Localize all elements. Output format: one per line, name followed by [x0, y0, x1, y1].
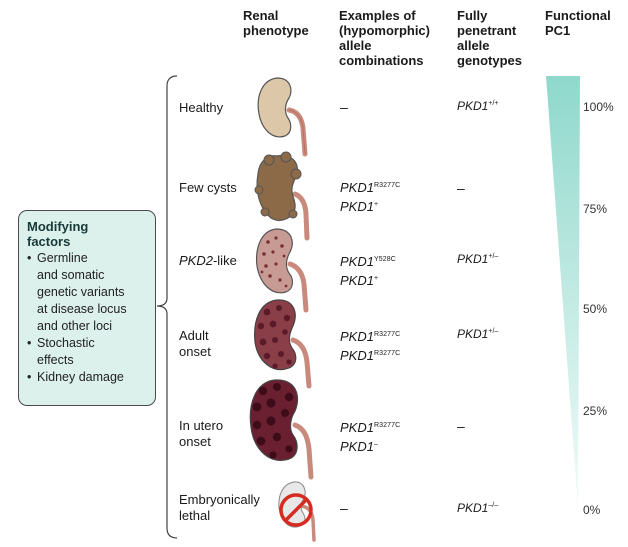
header-renal-phenotype: Renal phenotype	[243, 8, 309, 38]
modifying-factors-box: Modifying factors Germline and somatic g…	[18, 210, 156, 406]
factor-genetic-variants: Germline and somatic genetic variants at…	[27, 250, 149, 335]
kidney-healthy-icon	[257, 77, 308, 157]
row-label-few-cysts: Few cysts	[179, 180, 237, 195]
header-functional-pc1: Functional PC1	[545, 8, 611, 38]
allele-line: PKD1–	[340, 439, 378, 454]
row-label-adult-onset: Adult onset	[179, 328, 211, 359]
row-label-in-utero: In utero onset	[179, 418, 224, 449]
kidney-embryonic-lethal-icon	[278, 481, 316, 542]
header-fully-penetrant: Fully penetrant allele genotypes	[457, 8, 523, 68]
allele-line: PKD1+	[340, 199, 379, 214]
genotype-dash-few-cysts: –	[457, 180, 465, 196]
row-label-pkd2-like: PKD2-like	[179, 253, 237, 268]
genotype-adult-onset: PKD1+/–	[457, 327, 499, 341]
kidney-in-utero-icon	[249, 379, 314, 480]
allele-line: PKD1R3277C	[340, 348, 401, 363]
allele-combo-in-utero: PKD1R3277C PKD1–	[340, 417, 400, 455]
genotype-embryonic: PKD1–/–	[457, 501, 499, 515]
allele-dash-healthy: –	[340, 99, 348, 115]
kidney-healthy-body	[257, 77, 292, 138]
header-allele-combinations: Examples of (hypomorphic) allele combina…	[339, 8, 430, 68]
pc1-gradient-wedge	[546, 76, 580, 508]
row-label-embryonic: Embryonically lethal	[179, 492, 260, 523]
kidney-few-cysts-icon	[254, 151, 310, 241]
pct-100: 100%	[583, 100, 614, 114]
kidney-pkd2-like-icon	[255, 228, 309, 313]
gradient-wedge-shape	[546, 76, 580, 508]
factor-stochastic: Stochastic effects	[27, 335, 149, 369]
pct-75: 75%	[583, 202, 608, 216]
kidney-adult-onset-icon	[254, 299, 312, 389]
allele-combo-pkd2-like: PKD1Y528C PKD1+	[340, 251, 396, 289]
genotype-healthy: PKD1+/+	[457, 99, 499, 113]
genotype-dash-in-utero: –	[457, 418, 465, 434]
modifying-factors-list: Germline and somatic genetic variants at…	[27, 250, 149, 386]
pct-25: 25%	[583, 404, 608, 418]
pct-50: 50%	[583, 302, 608, 316]
allele-line: PKD1R3277C	[340, 420, 401, 435]
allele-line: PKD1+	[340, 273, 379, 288]
allele-line: PKD1Y528C	[340, 254, 396, 269]
allele-combo-few-cysts: PKD1R3277C PKD1+	[340, 177, 400, 215]
allele-combo-adult-onset: PKD1R3277C PKD1R3277C	[340, 326, 400, 364]
bracket	[156, 75, 178, 539]
modifying-factors-title: Modifying factors	[27, 219, 89, 249]
allele-dash-embryonic: –	[340, 500, 348, 516]
no-symbol-icon	[279, 493, 313, 527]
allele-line: PKD1R3277C	[340, 329, 401, 344]
genotype-pkd2-like: PKD1+/–	[457, 252, 499, 266]
row-label-healthy: Healthy	[179, 100, 224, 115]
factor-kidney-damage: Kidney damage	[27, 369, 149, 386]
pct-0: 0%	[583, 503, 601, 517]
allele-line: PKD1R3277C	[340, 180, 401, 195]
